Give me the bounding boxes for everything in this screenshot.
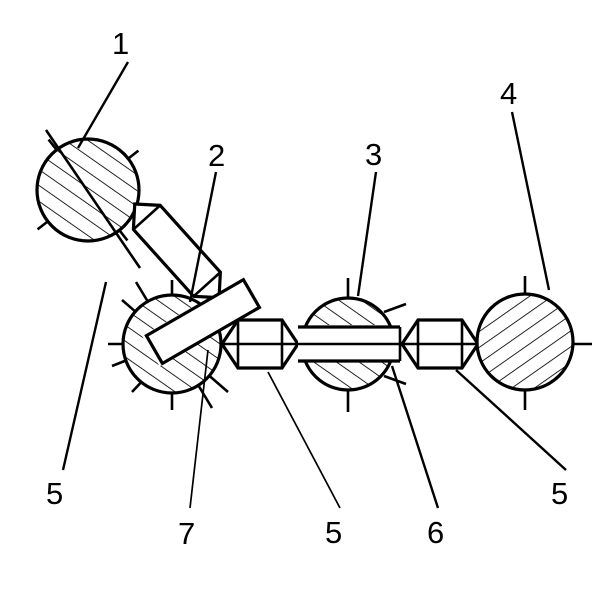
ball-1 [35,129,142,269]
leader-1 [76,61,130,149]
reference-label-5b: 5 [325,515,343,550]
ball-3 [298,278,407,412]
leader-5a [61,281,108,471]
reference-label-5a: 5 [46,476,64,511]
leader-5c [455,369,567,471]
reference-label-4: 4 [500,76,518,111]
ball-1-oblique-axis [44,129,142,269]
ball-3-construction-lines [383,302,407,386]
leader-4 [510,111,551,291]
leader-6 [390,365,440,509]
leader-7 [189,349,209,509]
reference-label-1: 1 [112,26,130,61]
ball-4 [475,276,575,410]
leader-2 [188,171,218,303]
leader-3 [356,171,378,297]
rod-left [220,318,300,370]
reference-label-5c: 5 [551,476,569,511]
reference-label-7: 7 [178,516,196,551]
reference-label-6: 6 [427,515,445,550]
leader-lines [61,61,567,509]
ball-2 [111,277,262,410]
reference-label-2: 2 [208,138,226,173]
leader-5b [267,371,341,509]
ball-2-bore [144,277,262,366]
reference-label-3: 3 [365,137,383,172]
rod-angled [131,202,223,300]
rod-right [400,318,480,370]
